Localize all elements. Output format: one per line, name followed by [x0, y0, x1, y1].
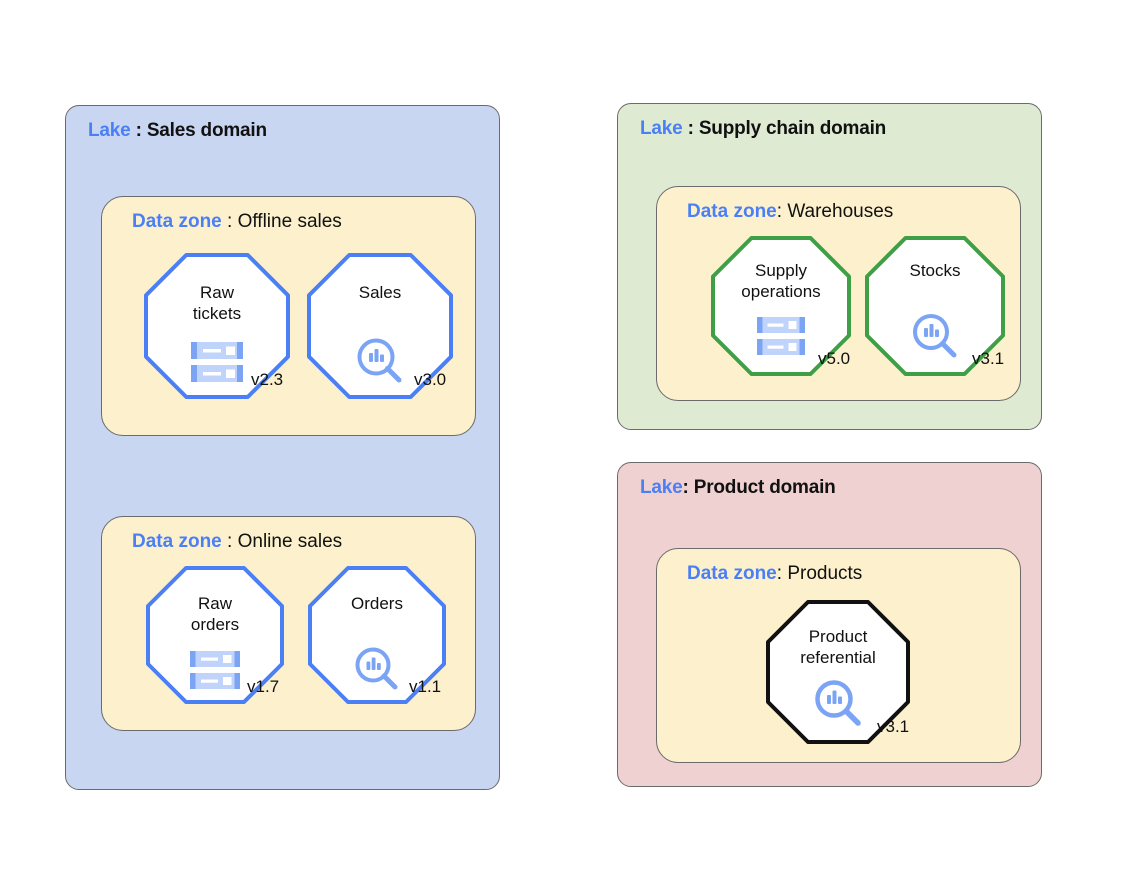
data-zone-name: Online sales: [237, 531, 343, 552]
data-product-label: Stocks: [909, 261, 961, 280]
data-product-version: v3.1: [877, 717, 910, 736]
octagon-outline: [711, 236, 851, 376]
data-zone-products[interactable]: Data zone: Products Product referential: [656, 548, 1021, 763]
lake-separator: :: [682, 477, 694, 498]
lake-keyword: Lake: [640, 477, 683, 498]
data-product-product-referential[interactable]: Product referential v3.1: [765, 599, 911, 745]
lake-title-product: Lake: Product domain: [640, 477, 836, 499]
lake-panel-product[interactable]: Lake: Product domain Data zone: Products…: [617, 462, 1042, 787]
data-zone-online-sales[interactable]: Data zone : Online sales Raw orders: [101, 516, 476, 731]
octagon-outline: [144, 253, 290, 399]
data-product-label: Sales: [358, 283, 402, 302]
data-zone-title-warehouses: Data zone: Warehouses: [687, 201, 893, 223]
data-product-label: Raw orders: [190, 594, 240, 634]
data-product-raw-orders[interactable]: Raw orders v1.7: [145, 565, 285, 705]
data-product-raw-tickets[interactable]: Raw tickets v2.3: [143, 252, 291, 400]
data-product-label: Supply operations: [741, 261, 821, 301]
data-zone-separator: :: [221, 211, 238, 232]
data-product-label: Orders: [351, 594, 403, 613]
database-icon: [189, 340, 245, 389]
data-zone-title-offline-sales: Data zone : Offline sales: [132, 211, 342, 233]
data-zone-name: Warehouses: [787, 201, 894, 222]
data-product-version: v5.0: [818, 349, 851, 368]
analytics-search-icon: [812, 677, 864, 734]
data-product-label: Raw tickets: [192, 283, 242, 323]
lake-separator: :: [130, 120, 147, 141]
lake-panel-sales[interactable]: Lake : Sales domain Data zone : Offline …: [65, 105, 500, 790]
analytics-search-icon: [355, 336, 405, 391]
data-zone-keyword: Data zone: [132, 531, 222, 552]
data-zone-separator: :: [776, 563, 788, 584]
database-icon: [755, 315, 807, 362]
octagon-outline: [766, 600, 910, 744]
analytics-search-icon: [910, 311, 960, 366]
lake-keyword: Lake: [88, 120, 131, 141]
data-product-version: v2.3: [251, 370, 284, 389]
lake-name: Supply chain domain: [698, 118, 887, 139]
data-zone-name: Products: [787, 563, 863, 584]
data-product-version: v1.7: [247, 677, 280, 696]
lake-title-supply-chain: Lake : Supply chain domain: [640, 118, 886, 140]
data-product-sales[interactable]: Sales v3.0: [306, 252, 454, 400]
data-product-orders[interactable]: Orders v1.1: [307, 565, 447, 705]
octagon-outline: [308, 566, 446, 704]
lake-title-sales: Lake : Sales domain: [88, 120, 267, 142]
data-product-version: v3.1: [972, 349, 1005, 368]
data-zone-keyword: Data zone: [687, 201, 777, 222]
octagon-outline: [865, 236, 1005, 376]
data-zone-title-online-sales: Data zone : Online sales: [132, 531, 342, 553]
lake-separator: :: [682, 118, 699, 139]
data-product-supply-operations[interactable]: Supply operations v5.0: [710, 235, 852, 377]
lake-name: Sales domain: [146, 120, 267, 141]
data-product-label: Product referential: [800, 627, 876, 667]
data-zone-separator: :: [221, 531, 238, 552]
lake-keyword: Lake: [640, 118, 683, 139]
data-zone-title-products: Data zone: Products: [687, 563, 862, 585]
data-zone-warehouses[interactable]: Data zone: Warehouses Supply operations: [656, 186, 1021, 401]
data-zone-keyword: Data zone: [687, 563, 777, 584]
data-zone-offline-sales[interactable]: Data zone : Offline sales Raw tickets: [101, 196, 476, 436]
data-product-version: v1.1: [409, 677, 442, 696]
database-icon: [188, 649, 242, 696]
data-zone-separator: :: [776, 201, 788, 222]
data-zone-name: Offline sales: [237, 211, 342, 232]
analytics-search-icon: [353, 645, 401, 698]
lake-name: Product domain: [693, 477, 836, 498]
data-product-stocks[interactable]: Stocks v3.1: [864, 235, 1006, 377]
octagon-outline: [307, 253, 453, 399]
data-product-version: v3.0: [414, 370, 447, 389]
lake-panel-supply-chain[interactable]: Lake : Supply chain domain Data zone: Wa…: [617, 103, 1042, 430]
octagon-outline: [146, 566, 284, 704]
data-zone-keyword: Data zone: [132, 211, 222, 232]
